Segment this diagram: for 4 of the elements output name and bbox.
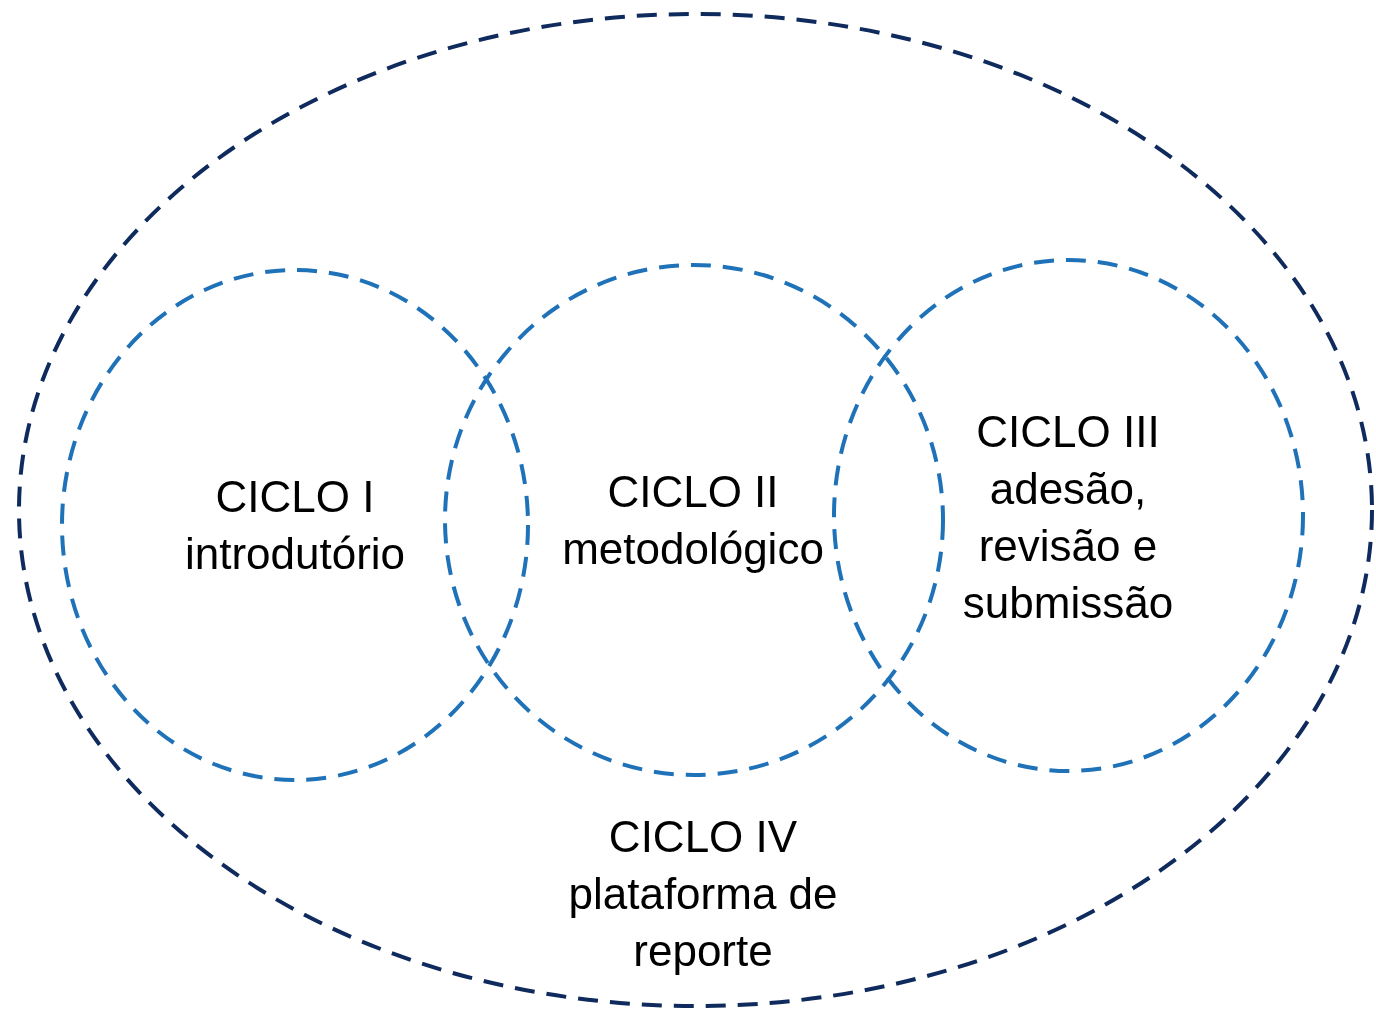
cycle-label: CICLO III adesão, revisão e submissão: [961, 406, 1175, 629]
cycle-label: CICLO I introdutório: [183, 471, 407, 580]
cycle-label: CICLO IV plataforma de reporte: [567, 811, 839, 977]
cycle-label: CICLO II metodológico: [561, 466, 825, 575]
